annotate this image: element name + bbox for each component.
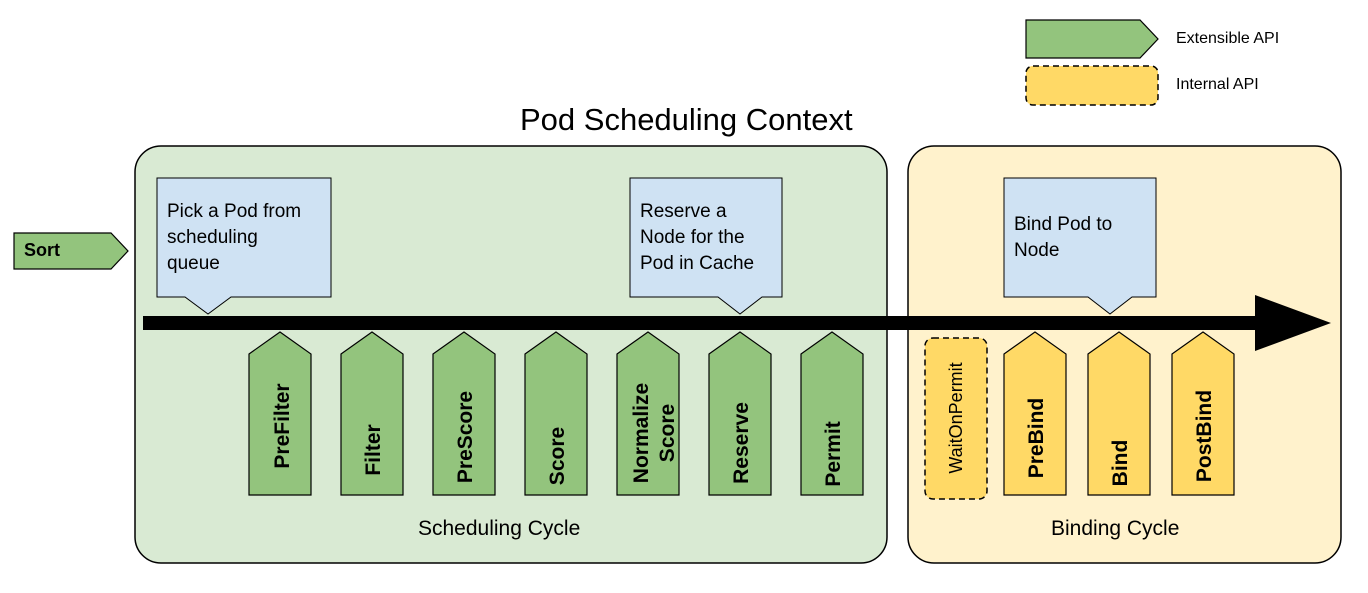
sort-label: Sort	[24, 240, 60, 260]
plugin-shape-postbind	[1171, 331, 1235, 496]
legend-internal-swatch	[1025, 65, 1159, 106]
plugin-shape-permit	[800, 331, 864, 496]
plugin-shape-normalize-score	[616, 331, 680, 496]
plugin-shape-waitonpermit	[924, 337, 988, 500]
legend-extensible-swatch	[1025, 19, 1159, 59]
plugin-label-waitonpermit: WaitOnPermit	[946, 362, 966, 473]
plugin-shape-score	[524, 331, 588, 496]
plugin-shape-bind	[1087, 331, 1151, 496]
plugin-shape-prebind	[1003, 331, 1067, 496]
legend-internal-label: Internal API	[1176, 76, 1259, 93]
callout-pick-pod-text: Pick a Pod from scheduling queue	[167, 201, 302, 274]
flow-arrow-head	[1255, 295, 1331, 351]
diagram-title: Pod Scheduling Context	[520, 102, 853, 137]
callout-reserve-node	[629, 177, 783, 315]
callout-reserve-node-text: Reserve a Node for the Pod in Cache	[640, 201, 755, 274]
legend-extensible-label: Extensible API	[1176, 30, 1280, 47]
plugin-label-line: Normalize	[630, 383, 653, 483]
plugin-shape-prefilter	[248, 331, 312, 496]
plugin-label-prefilter: PreFilter	[271, 383, 294, 468]
callout-pick-pod	[156, 177, 332, 315]
plugin-label-bind: Bind	[1109, 440, 1132, 487]
plugin-label-prebind: PreBind	[1025, 398, 1048, 479]
flow-arrow-shaft	[143, 316, 1263, 330]
plugin-label-line: Score	[656, 404, 679, 462]
plugin-label-score: Score	[546, 427, 569, 485]
plugin-label-permit: Permit	[822, 421, 845, 486]
plugin-shape-reserve	[708, 331, 772, 496]
callout-bind-pod-text: Bind Pod to Node	[1014, 214, 1113, 261]
sort-arrow-shape	[13, 232, 129, 270]
plugin-label-postbind: PostBind	[1193, 390, 1216, 482]
plugin-label-prescore: PreScore	[454, 391, 477, 483]
plugin-label-filter: Filter	[362, 424, 385, 475]
binding-cycle-label: Binding Cycle	[1051, 517, 1180, 540]
scheduling-cycle-label: Scheduling Cycle	[418, 517, 581, 540]
callout-bind-pod	[1003, 177, 1157, 315]
plugin-shape-prescore	[432, 331, 496, 496]
plugin-shape-filter	[340, 331, 404, 496]
plugin-label-reserve: Reserve	[730, 402, 753, 484]
